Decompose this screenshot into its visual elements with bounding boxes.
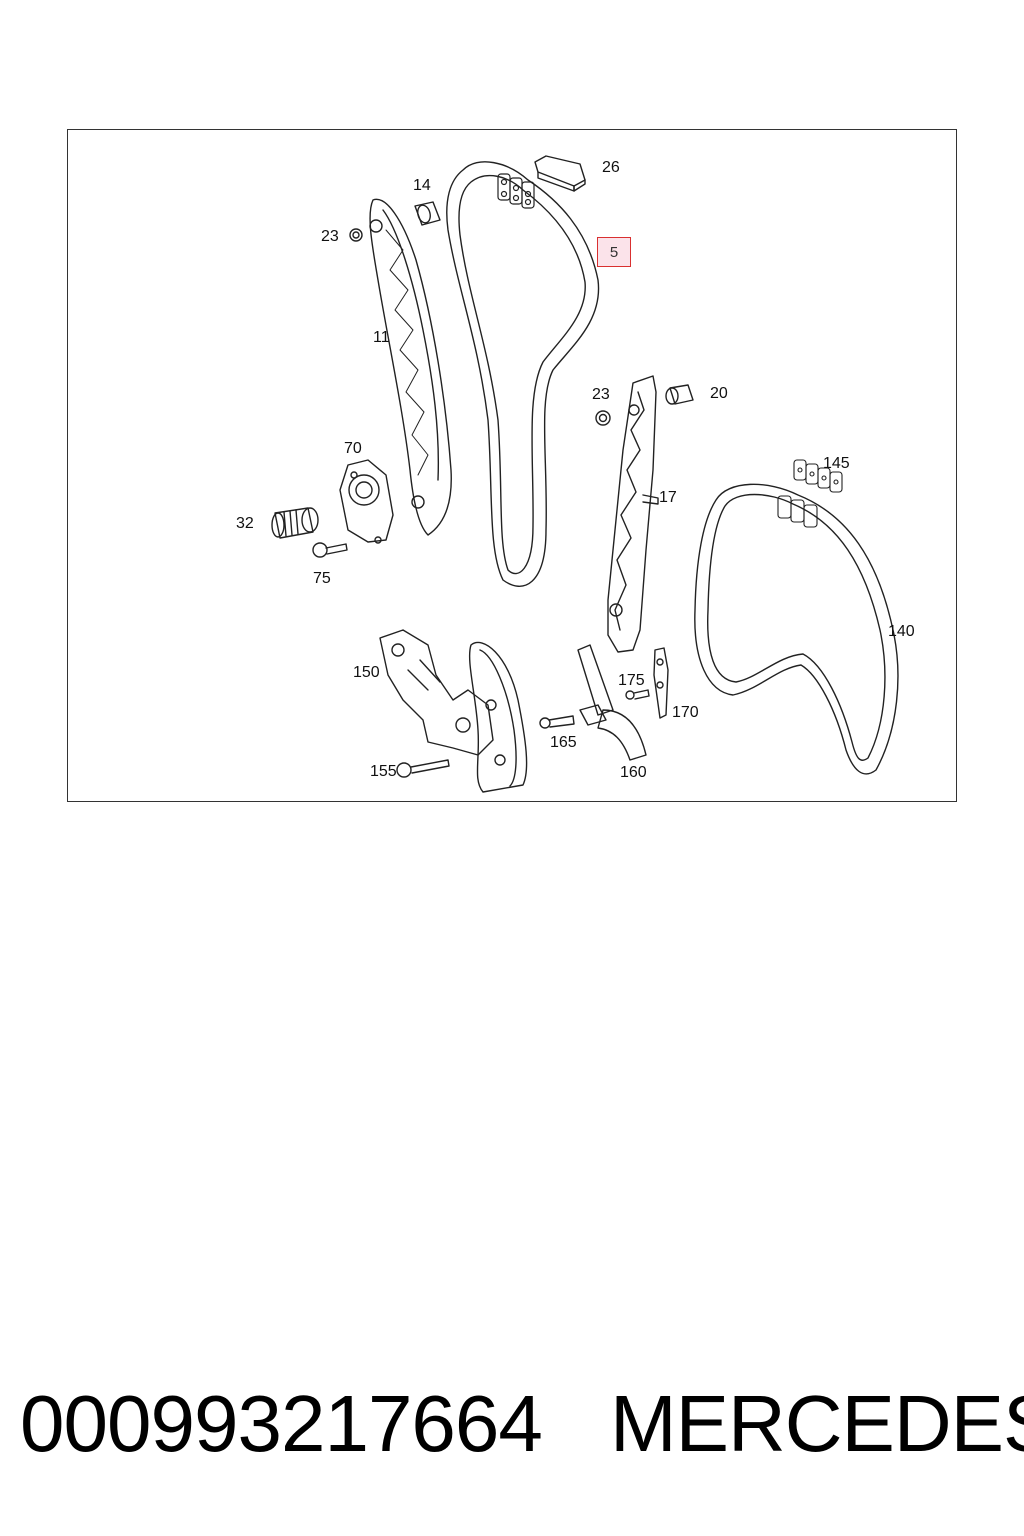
brand-name: MERCEDES [610,1379,1024,1468]
part-23-mid-nut [595,410,611,426]
callout-155: 155 [370,763,397,780]
callout-23-top: 23 [321,228,339,245]
callout-20: 20 [710,385,728,402]
part-32-tensioner-plunger [271,507,319,539]
callout-75: 75 [313,570,331,587]
part-150-tensioner-arm [379,629,494,756]
footer-caption: 000993217664 MERCEDES [20,1378,1024,1468]
part-140-lower-chain [694,483,899,775]
callout-32: 32 [236,515,254,532]
part-11-guide-rail [369,198,452,536]
callout-14: 14 [413,177,431,194]
part-14-sleeve [414,201,441,226]
callout-145: 145 [823,455,850,472]
part-145-chain-link [793,459,843,493]
callout-26: 26 [602,159,620,176]
part-20-sleeve [665,384,694,405]
part-number: 000993217664 [20,1379,543,1468]
part-165-pin [539,715,575,729]
callout-70: 70 [344,440,362,457]
callout-165: 165 [550,734,577,751]
part-75-bolt [312,542,348,558]
callout-23-mid: 23 [592,386,610,403]
callout-11: 11 [373,329,390,346]
callout-140: 140 [888,623,915,640]
part-70-tensioner-housing [339,459,394,544]
part-26-pad [534,155,586,192]
part-23-top-nut [349,228,363,242]
callout-17: 17 [659,489,677,506]
part-17-guide-rail [607,375,659,653]
callout-150: 150 [353,664,380,681]
timing-chain-5 [446,161,600,587]
part-170-clip [653,647,669,719]
part-175-bolt [625,689,650,700]
diagram-drawing [271,155,899,793]
part-155-bolt [396,759,450,778]
parts-diagram: 5 14 26 23 11 70 32 75 23 20 17 145 140 … [67,129,957,802]
part-160-guide [577,644,647,761]
callout-160: 160 [620,764,647,781]
part-150-guide [468,641,528,793]
callout-170: 170 [672,704,699,721]
callout-175: 175 [618,672,645,689]
callout-5-highlighted: 5 [597,237,631,267]
